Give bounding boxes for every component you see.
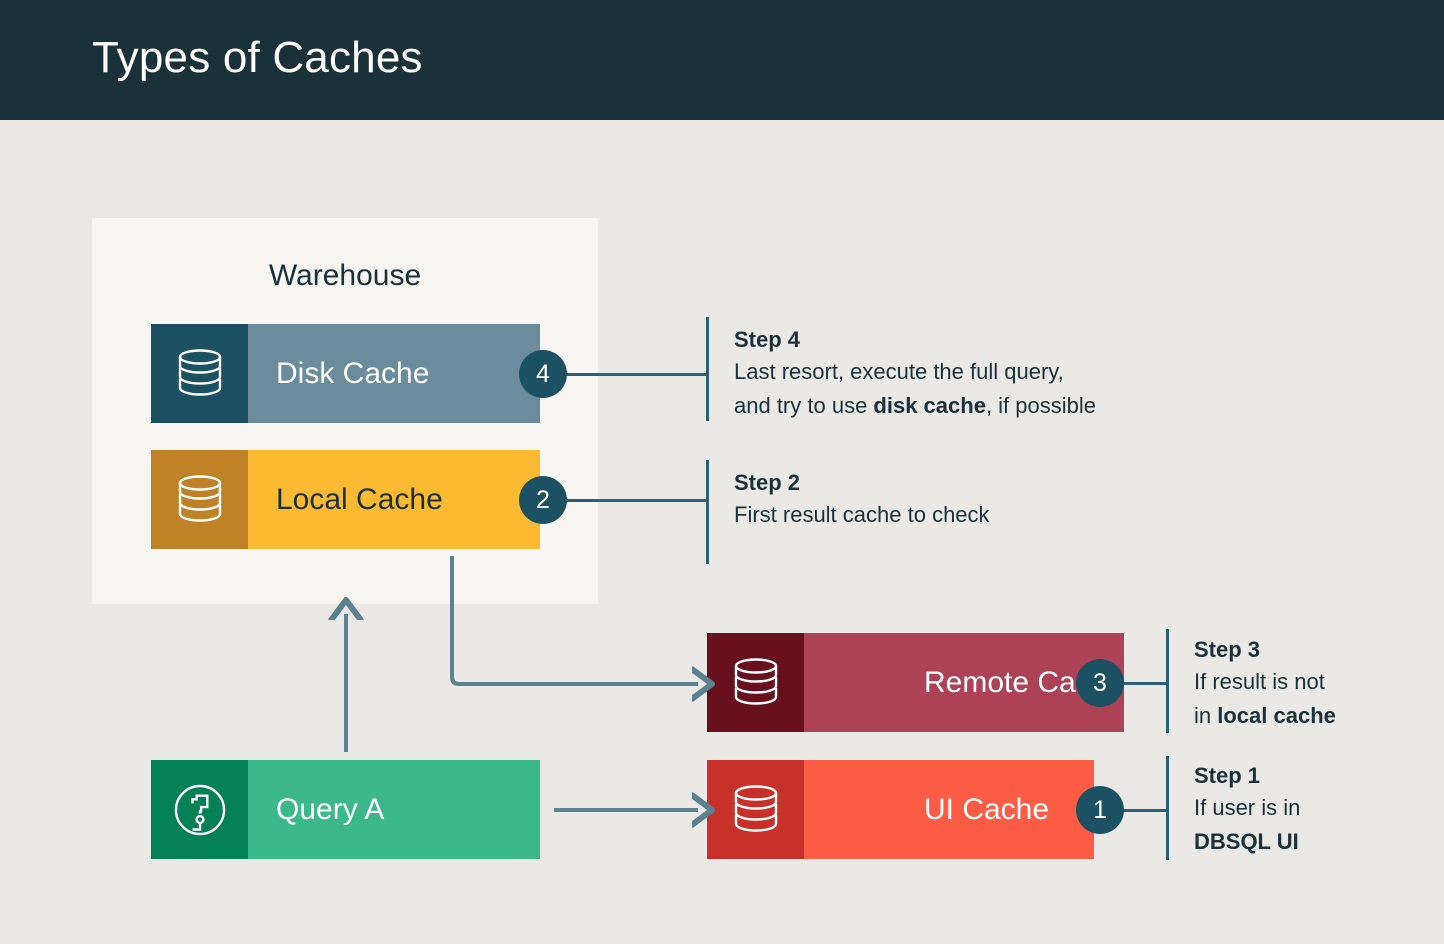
step-2-heading: Step 2 — [734, 470, 801, 495]
node-label: UI Cache — [924, 792, 1050, 826]
database-icon — [151, 450, 248, 549]
database-icon — [707, 633, 804, 732]
node-ui-cache-body: UI Cache — [804, 760, 1094, 859]
step-4-line-2-bold: disk cache — [873, 392, 986, 418]
question-mark-circle-icon — [151, 760, 248, 859]
step-badge-4[interactable]: 4 — [519, 350, 567, 398]
connector-step-4 — [566, 373, 708, 376]
connector-step-2 — [566, 499, 708, 502]
step-4-line-2-before: and try to use — [734, 392, 874, 418]
step-4-line-2: and try to use disk cache, if possible — [734, 389, 1096, 423]
step-4-line-2-after: , if possible — [985, 392, 1096, 418]
node-label: Disk Cache — [276, 356, 430, 390]
step-badge-2[interactable]: 2 — [519, 476, 567, 524]
step-2-line-1: First result cache to check — [734, 501, 990, 527]
database-icon-glyph — [734, 784, 777, 832]
warehouse-label: Warehouse — [268, 259, 422, 292]
bracket-step-1 — [1166, 756, 1169, 860]
bracket-step-3 — [1166, 629, 1169, 733]
step-4-heading: Step 4 — [734, 327, 801, 352]
page-header: Types of Caches — [0, 0, 1444, 120]
node-remote-cache-body: Remote Cache — [804, 633, 1125, 732]
step-3-line-2: in local cache — [1194, 699, 1336, 733]
database-icon — [707, 760, 804, 859]
step-note-1: Step 1 If user is in DBSQL UI — [1194, 761, 1300, 858]
step-3-line-1: If result is not — [1194, 668, 1325, 694]
step-1-line-2-bold: DBSQL UI — [1194, 828, 1299, 854]
node-label: Query A — [276, 792, 385, 826]
connector-step-3 — [1123, 682, 1169, 685]
node-disk-cache[interactable]: Disk Cache — [151, 324, 540, 423]
step-note-3: Step 3 If result is not in local cache — [1194, 635, 1336, 732]
node-local-cache-body: Local Cache — [248, 450, 540, 549]
database-icon — [151, 324, 248, 423]
step-1-heading: Step 1 — [1194, 763, 1261, 788]
node-query-a-body: Query A — [248, 760, 540, 859]
step-note-2: Step 2 First result cache to check — [734, 468, 990, 532]
node-remote-cache[interactable]: Remote Cache — [707, 633, 1125, 732]
step-4-line-1: Last resort, execute the full query, — [734, 358, 1064, 384]
database-icon-glyph — [734, 657, 777, 705]
step-1-line-2: DBSQL UI — [1194, 825, 1300, 859]
step-1-line-1: If user is in — [1194, 794, 1301, 820]
step-3-line-2-before: in — [1194, 702, 1218, 728]
page-title: Types of Caches — [92, 33, 423, 82]
bracket-step-4 — [706, 317, 709, 421]
step-note-4: Step 4 Last resort, execute the full que… — [734, 325, 1096, 422]
node-ui-cache[interactable]: UI Cache — [707, 760, 1094, 859]
node-local-cache[interactable]: Local Cache — [151, 450, 540, 549]
step-3-line-2-bold: local cache — [1217, 702, 1336, 728]
node-disk-cache-body: Disk Cache — [248, 324, 540, 423]
step-badge-3[interactable]: 3 — [1076, 659, 1124, 707]
step-3-heading: Step 3 — [1194, 637, 1261, 662]
database-icon-glyph — [178, 348, 221, 396]
step-badge-1[interactable]: 1 — [1076, 786, 1124, 834]
database-icon-glyph — [178, 474, 221, 522]
connector-step-1 — [1123, 809, 1169, 812]
node-label: Local Cache — [276, 482, 443, 516]
bracket-step-2 — [706, 460, 709, 564]
question-mark-circle-icon-glyph — [174, 784, 225, 835]
node-query-a[interactable]: Query A — [151, 760, 540, 859]
